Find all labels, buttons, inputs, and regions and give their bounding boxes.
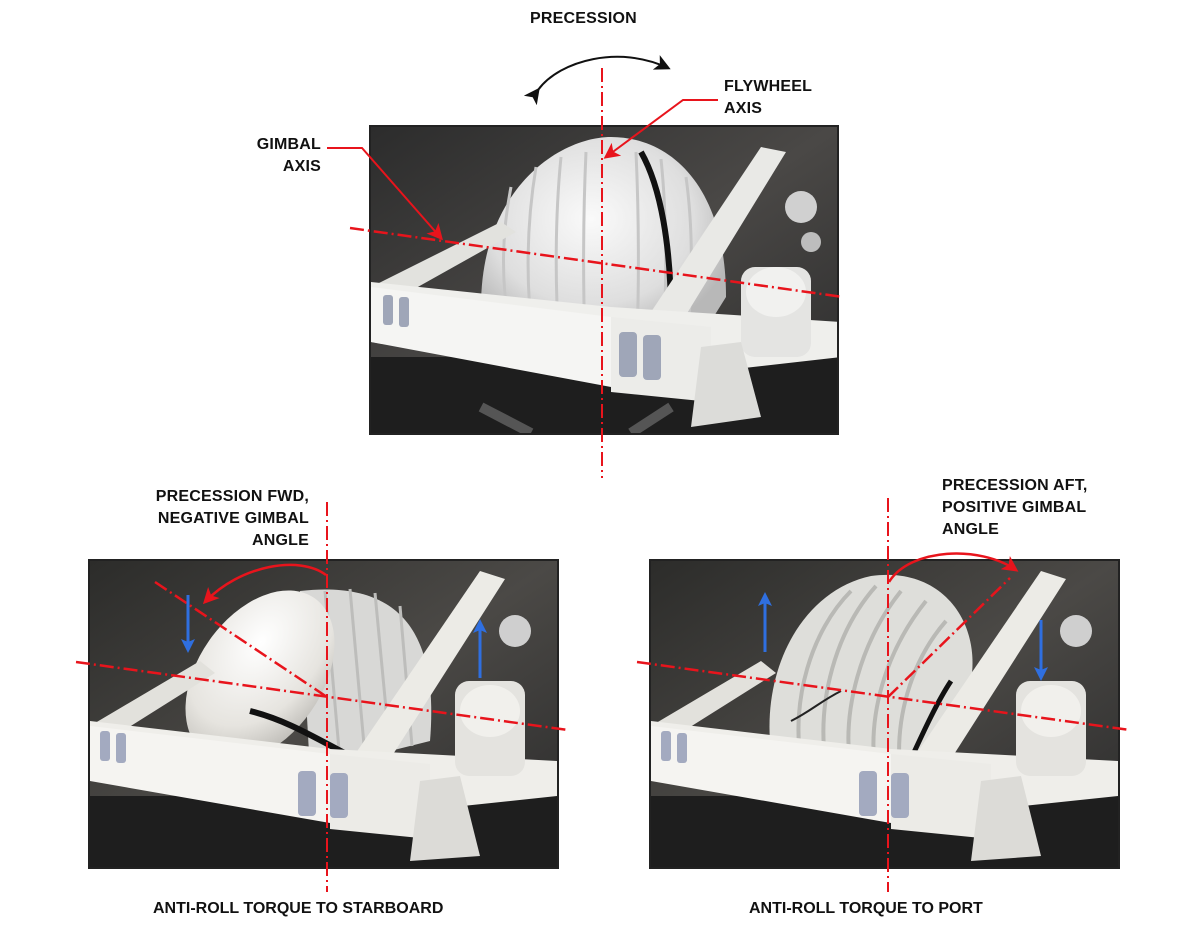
- precession-arrow-icon: [523, 55, 671, 106]
- gyrostabilizer-neutral-illustration: [371, 127, 837, 433]
- gyrostabilizer-fwd-illustration: [90, 561, 557, 867]
- gimbal-axis-label-line1: GIMBAL: [256, 136, 321, 153]
- precession-aft-line3: ANGLE: [942, 521, 999, 538]
- photo-precession-aft: [649, 559, 1120, 869]
- flywheel-axis-label: FLYWHEEL AXIS: [724, 76, 812, 120]
- gimbal-axis-label: GIMBAL AXIS: [244, 134, 321, 178]
- precession-fwd-annotation: PRECESSION FWD, NEGATIVE GIMBAL ANGLE: [110, 486, 309, 552]
- caption-port: ANTI-ROLL TORQUE TO PORT: [749, 900, 983, 917]
- gimbal-axis-line-top: [349, 226, 844, 299]
- precession-aft-line2: POSITIVE GIMBAL: [942, 499, 1087, 516]
- gimbal-axis-line-right: [636, 660, 1131, 732]
- flywheel-axis-label-line1: FLYWHEEL: [724, 78, 813, 95]
- flywheel-axis-label-line2: AXIS: [724, 100, 763, 117]
- precession-fwd-line1: PRECESSION FWD,: [155, 488, 309, 505]
- precession-aft-arrow-icon: [887, 552, 1019, 583]
- gyrostabilizer-aft-illustration: [651, 561, 1118, 867]
- photo-neutral-position: [369, 125, 839, 435]
- precession-aft-annotation: PRECESSION AFT, POSITIVE GIMBAL ANGLE: [942, 475, 1088, 541]
- tilted-flywheel-axis-right: [887, 577, 1011, 698]
- gimbal-axis-leader-arrow: [327, 147, 443, 241]
- gimbal-axis-label-line2: AXIS: [282, 158, 321, 175]
- precession-label: PRECESSION: [530, 10, 637, 27]
- precession-fwd-arrow-icon: [202, 563, 327, 605]
- tilted-flywheel-axis-left: [154, 580, 328, 699]
- precession-aft-line1: PRECESSION AFT,: [942, 477, 1088, 494]
- gimbal-axis-line-left: [75, 660, 569, 732]
- precession-fwd-line3: ANGLE: [252, 532, 309, 549]
- caption-starboard: ANTI-ROLL TORQUE TO STARBOARD: [153, 900, 444, 917]
- precession-fwd-line2: NEGATIVE GIMBAL: [157, 510, 309, 527]
- flywheel-axis-leader-arrow: [603, 99, 718, 159]
- photo-precession-fwd: [88, 559, 559, 869]
